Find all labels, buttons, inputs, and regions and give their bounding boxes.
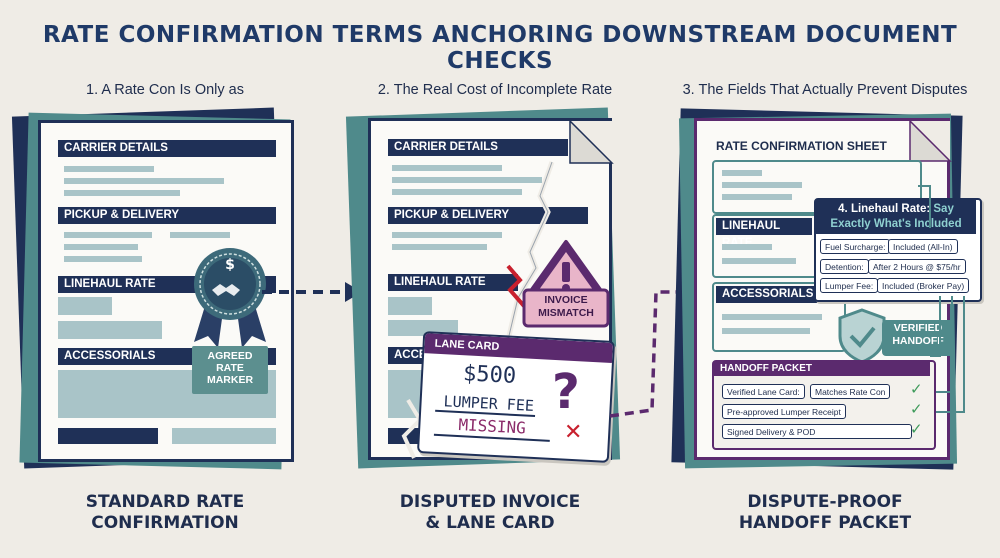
- detention-label: Detention:: [820, 259, 869, 274]
- text-line: [64, 244, 138, 250]
- warning-line-2: MISMATCH: [538, 307, 594, 319]
- text-line: [722, 194, 792, 200]
- caption-line-1: STANDARD RATE: [85, 492, 245, 512]
- detention-value: After 2 Hours @ $75/hr: [868, 259, 966, 274]
- callout-prefix: 4. Linehaul Rate:: [838, 203, 934, 215]
- verified-line-2: HANDOFF: [892, 335, 944, 347]
- step-2-heading: 2. The Real Cost of Incomplete Rate: [377, 82, 613, 98]
- text-line: [64, 178, 224, 184]
- text-line: [392, 165, 502, 171]
- caption-line-2: HANDOFF PACKET: [738, 513, 912, 533]
- text-line: [722, 314, 822, 320]
- invoice-mismatch-label: INVOICE MISMATCH: [528, 294, 604, 320]
- text-line: [64, 256, 142, 262]
- check-icon: ✓: [910, 400, 923, 418]
- fuel-surcharge-value: Included (All-In): [888, 239, 958, 254]
- text-line: [64, 190, 180, 196]
- step-3-caption: DISPUTE-PROOF HANDOFF PACKET: [700, 492, 950, 534]
- badge-label: AGREED RATE MARKER: [192, 350, 268, 386]
- badge-line-2: RATE: [216, 362, 244, 374]
- caption-line-2: CONFIRMATION: [91, 513, 239, 533]
- pickup-delivery-header: PICKUP & DELIVERY: [388, 207, 588, 224]
- x-mark-icon: ✕: [564, 420, 583, 445]
- carrier-details-header: CARRIER DETAILS: [58, 140, 276, 157]
- verified-handoff-badge: [838, 308, 954, 364]
- folded-corner: [909, 119, 952, 162]
- caption-line-2: & LANE CARD: [425, 513, 555, 533]
- lumper-receipt-label: Pre-approved Lumper Receipt: [722, 404, 846, 419]
- step-1-caption: STANDARD RATE CONFIRMATION: [40, 492, 290, 534]
- verified-lane-card-label: Verified Lane Card:: [722, 384, 805, 399]
- step-2-caption: DISPUTED INVOICE & LANE CARD: [365, 492, 615, 534]
- text-line: [392, 244, 487, 250]
- field-box: [58, 321, 162, 339]
- lumper-fee-value: Included (Broker Pay): [877, 278, 970, 293]
- verified-lane-card-value: Matches Rate Con: [810, 384, 891, 399]
- agreed-rate-marker-badge: [192, 248, 268, 394]
- text-line: [392, 189, 522, 195]
- caption-line-1: DISPUTED INVOICE: [399, 492, 581, 512]
- step-1-heading: 1. A Rate Con Is Only as: [86, 82, 244, 98]
- signed-delivery-label: Signed Delivery & POD: [722, 424, 912, 439]
- text-line: [170, 232, 230, 238]
- text-line: [722, 182, 802, 188]
- text-line: [64, 232, 152, 238]
- folded-corner: [569, 119, 614, 164]
- text-line: [392, 177, 542, 183]
- page-title: RATE CONFIRMATION TERMS ANCHORING DOWNST…: [42, 22, 958, 74]
- field-box: [58, 297, 112, 315]
- callout-line-2: Exactly What's Included: [830, 218, 962, 230]
- callout-header: 4. Linehaul Rate: Say Exactly What's Inc…: [816, 200, 976, 234]
- accessorials-header: ACCESSORIALS: [716, 286, 836, 303]
- handoff-packet-title: HANDOFF PACKET: [714, 362, 930, 376]
- check-icon: ✓: [910, 380, 923, 398]
- badge-line-3: MARKER: [206, 374, 254, 386]
- text-line: [722, 244, 772, 250]
- invoice-mismatch-warning: [522, 240, 610, 328]
- linehaul-rate-header: LINEHAUL RATE: [388, 274, 518, 291]
- field-box: [388, 297, 432, 315]
- step-3-heading: 3. The Fields That Actually Prevent Disp…: [682, 82, 968, 98]
- footer-bar: [58, 428, 158, 444]
- verified-handoff-label: VERIFIED HANDOFF: [882, 322, 954, 348]
- carrier-details-header: CARRIER DETAILS: [388, 139, 568, 156]
- check-icon: ✓: [910, 420, 923, 438]
- dollar-icon: $: [225, 257, 235, 273]
- verified-line-1: VERIFIED: [893, 322, 943, 334]
- footer-bar: [172, 428, 276, 444]
- question-mark-icon: ?: [552, 364, 580, 420]
- text-line: [722, 328, 810, 334]
- text-line: [722, 170, 762, 176]
- badge-line-1: AGREED: [207, 350, 253, 362]
- sheet-title: RATE CONFIRMATION SHEET: [716, 139, 887, 153]
- pickup-delivery-header: PICKUP & DELIVERY: [58, 207, 276, 224]
- text-line: [722, 258, 796, 264]
- text-line: [64, 166, 154, 172]
- callout-say: Say: [933, 203, 954, 215]
- text-line: [392, 232, 502, 238]
- caption-line-1: DISPUTE-PROOF: [747, 492, 903, 512]
- warning-line-1: INVOICE: [544, 294, 588, 306]
